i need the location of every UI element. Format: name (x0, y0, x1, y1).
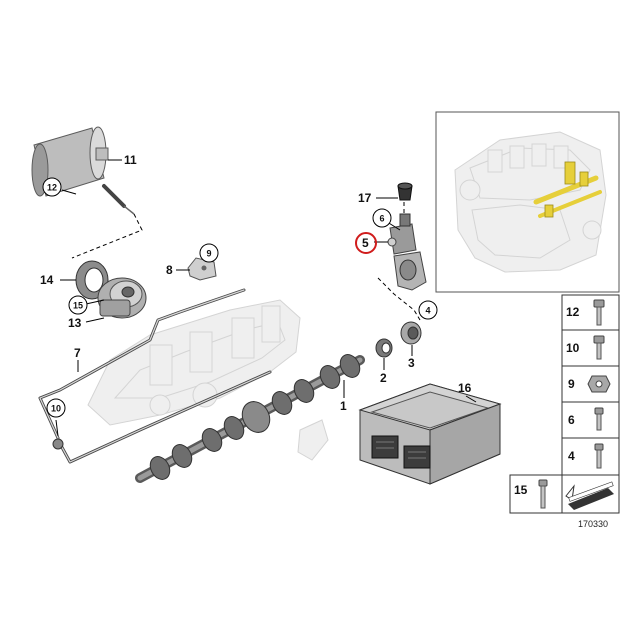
part-5-valve (387, 213, 427, 291)
label-16: 16 (458, 381, 472, 395)
bolt-icon (538, 479, 548, 509)
label-5: 5 (362, 236, 369, 250)
bolt-icon (593, 335, 605, 360)
part-7-oil-line (38, 288, 272, 464)
label-11: 11 (124, 153, 137, 167)
bolt-icon (594, 407, 604, 431)
hw-label-12: 12 (566, 305, 580, 319)
label-6: 6 (379, 214, 384, 224)
label-15: 15 (73, 301, 83, 311)
label-rings (42, 177, 438, 418)
part-11-motor (31, 126, 135, 215)
dash-4 (377, 277, 421, 321)
label-3: 3 (408, 356, 415, 370)
drawing-number: 170330 (578, 519, 608, 529)
part-2-bushing (375, 338, 393, 358)
label-8: 8 (166, 263, 173, 277)
cylinder-head-ghost (87, 299, 301, 426)
label-7: 7 (74, 346, 81, 360)
part-1-camshaft (135, 354, 365, 483)
part-13-gear (97, 277, 147, 319)
label-9: 9 (206, 249, 211, 259)
hw-label-6: 6 (568, 413, 575, 427)
part-8-bracket (187, 257, 217, 281)
label-12: 12 (47, 183, 57, 193)
part-3-bushing (400, 321, 422, 345)
bolt-icon (593, 299, 605, 326)
camshaft-sensor-ghost (297, 419, 329, 461)
label-10: 10 (51, 404, 61, 414)
hw-label-4: 4 (568, 449, 575, 463)
highlight-ring (355, 232, 377, 254)
label-14: 14 (40, 273, 54, 287)
part-16-control-unit (358, 383, 502, 485)
label-4: 4 (425, 306, 430, 316)
label-13: 13 (68, 316, 82, 330)
hardware-labels: 12 10 9 6 4 15 (514, 305, 580, 497)
label-17: 17 (358, 191, 372, 205)
label-2: 2 (380, 371, 387, 385)
highlighted-component (533, 161, 602, 218)
part-17-cap (397, 182, 413, 201)
hw-label-9: 9 (568, 377, 575, 391)
label-1: 1 (340, 399, 347, 413)
hardware-table (561, 294, 620, 476)
engine-inset (435, 111, 620, 293)
hw-label-15: 15 (514, 483, 528, 497)
hw-label-10: 10 (566, 341, 580, 355)
hardware-table-footer (509, 474, 620, 514)
dash-11 (71, 213, 143, 259)
arrow-icon (565, 481, 614, 510)
nut-icon (587, 375, 611, 393)
bolt-icon (594, 443, 604, 469)
part-labels: 11 12 14 15 13 8 9 7 10 1 2 3 4 17 6 5 1… (40, 153, 472, 414)
